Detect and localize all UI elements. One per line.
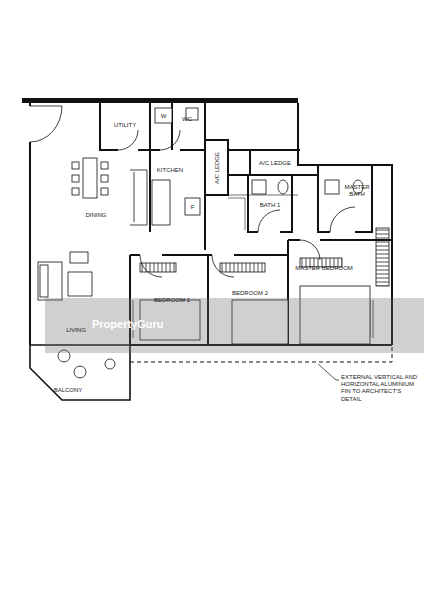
room-label: A/C LEDGE — [259, 159, 291, 166]
room-label: F — [191, 203, 195, 210]
room-label: LIVING — [66, 327, 86, 334]
room-label: BEDROOM 1 — [154, 297, 190, 304]
bedroom: BEDROOM 2 — [208, 255, 288, 345]
note-text: EXTERNAL VERTICAL AND HORIZONTAL ALUMINI… — [341, 374, 419, 403]
living-area: LIVING — [30, 255, 130, 345]
room-label: UTILITY — [114, 122, 136, 129]
room-label: MASTER BATH — [344, 184, 370, 198]
ac-ledge: A/C LEDGE — [250, 150, 300, 175]
room-label: W — [161, 112, 167, 119]
leader-line — [318, 364, 339, 380]
room-label: BEDROOM 2 — [232, 290, 268, 297]
room-label: BALCONY — [54, 387, 83, 394]
washer-box: W — [155, 108, 172, 123]
room-label: DINING — [86, 212, 107, 219]
bathroom: BATH 1 — [248, 175, 292, 232]
utility-room: UTILITY — [100, 103, 150, 150]
watermark-band — [45, 298, 424, 353]
room-label: KITCHEN — [157, 167, 183, 174]
ac-ledge: A/C LEDGE — [205, 140, 228, 195]
walls — [22, 98, 392, 400]
balcony-area: BALCONY — [30, 345, 130, 400]
bedroom: MASTER BEDROOM — [288, 240, 392, 345]
room-label: A/C LEDGE — [213, 151, 220, 183]
bathroom: MASTER BATH — [318, 165, 372, 232]
room-label: MASTER BEDROOM — [295, 265, 353, 272]
kitchen-room: KITCHEN F — [150, 150, 205, 250]
fridge-box: F — [185, 198, 200, 215]
bedroom: BEDROOM 1 — [130, 255, 208, 345]
wc-room: WC — [172, 103, 205, 150]
watermark: PropertyGuru — [92, 318, 164, 331]
room-label: BATH 1 — [260, 202, 281, 209]
room-label: WC — [182, 116, 192, 123]
